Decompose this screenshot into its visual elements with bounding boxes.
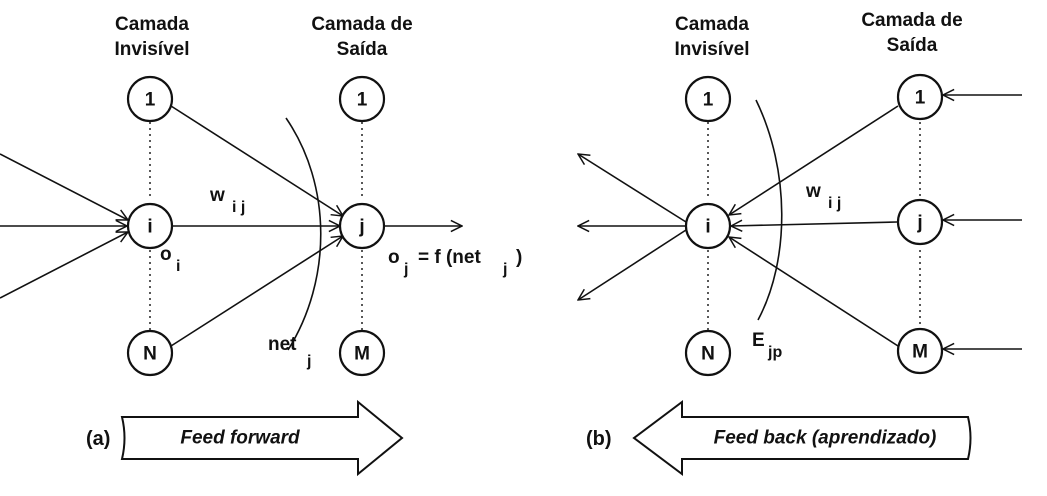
panel-b: Camada Invisível Camada de Saída 1 i — [578, 10, 1022, 476]
svg-text:N: N — [143, 344, 157, 365]
edge-1-to-i-b — [729, 105, 899, 215]
net-arc — [285, 117, 322, 351]
output-layer-title-line2: Saída — [337, 39, 388, 60]
svg-text:o: o — [388, 247, 400, 268]
feed-forward-arrow: Feed forward — [120, 399, 404, 477]
feed-back-label: Feed back (aprendizado) — [714, 428, 937, 449]
hidden-node-1-b: 1 — [684, 75, 732, 123]
svg-text:o: o — [160, 244, 172, 265]
hidden-node-i: i — [126, 202, 174, 250]
output-node-j-b: j — [896, 198, 944, 246]
svg-text:jp: jp — [767, 344, 782, 361]
svg-text:= f (net: = f (net — [418, 247, 481, 268]
error-label: E jp — [752, 330, 782, 361]
svg-text:j: j — [403, 261, 408, 278]
output-layer-title-line1-b: Camada de — [861, 10, 962, 31]
svg-text:net: net — [268, 334, 297, 355]
svg-text:N: N — [701, 344, 715, 365]
input-edge-lower — [0, 232, 128, 299]
hidden-node-i-b: i — [684, 202, 732, 250]
hidden-layer-title-line1-b: Camada — [675, 14, 749, 35]
edge-1-to-j — [170, 105, 343, 216]
caption-b: (b) — [586, 428, 612, 450]
svg-text:i j: i j — [232, 199, 245, 216]
svg-text:w: w — [805, 181, 821, 202]
svg-text:i: i — [705, 217, 710, 238]
output-node-1-b: 1 — [896, 73, 944, 121]
input-edge-upper — [0, 153, 128, 220]
hidden-layer-title-line2: Invisível — [115, 39, 190, 60]
svg-text:E: E — [752, 330, 765, 351]
weight-label-a: w i j — [209, 185, 245, 216]
output-layer-title-line1: Camada de — [311, 14, 412, 35]
feed-back-arrow: Feed back (aprendizado) — [632, 400, 972, 476]
svg-text:M: M — [912, 342, 928, 363]
svg-text:i: i — [176, 258, 180, 275]
output-j-formula: o j = f (net j ) — [388, 247, 522, 278]
svg-text:1: 1 — [145, 90, 156, 111]
backprop-out-lower — [578, 229, 687, 300]
output-node-M-b: M — [896, 327, 944, 375]
svg-text:M: M — [354, 344, 370, 365]
backprop-out-upper — [578, 154, 687, 223]
weight-label-b: w i j — [805, 181, 841, 212]
output-layer-title-line2-b: Saída — [887, 35, 938, 56]
svg-text:j: j — [916, 213, 922, 234]
output-node-1: 1 — [338, 75, 386, 123]
svg-text:1: 1 — [703, 90, 714, 111]
svg-text:i j: i j — [828, 195, 841, 212]
output-i-label: o i — [160, 244, 180, 275]
svg-text:1: 1 — [357, 90, 368, 111]
edge-j-to-i-b — [731, 222, 898, 226]
hidden-node-N-b: N — [684, 329, 732, 377]
hidden-node-N: N — [126, 329, 174, 377]
svg-text:): ) — [516, 247, 522, 268]
hidden-layer-title-line2-b: Invisível — [675, 39, 750, 60]
svg-text:w: w — [209, 185, 225, 206]
hidden-layer-title-line1: Camada — [115, 14, 189, 35]
svg-text:j: j — [306, 353, 311, 370]
svg-text:1: 1 — [915, 88, 926, 109]
error-arc — [755, 99, 783, 321]
svg-text:j: j — [358, 217, 364, 238]
edge-N-to-j — [170, 236, 343, 347]
svg-text:j: j — [502, 261, 507, 278]
caption-a: (a) — [86, 428, 110, 450]
feed-forward-label: Feed forward — [180, 428, 300, 449]
edge-M-to-i-b — [729, 237, 899, 347]
output-node-j: j — [338, 202, 386, 250]
hidden-node-1: 1 — [126, 75, 174, 123]
svg-text:i: i — [147, 217, 152, 238]
output-node-M: M — [338, 329, 386, 377]
panel-a: Camada Invisível Camada de Saída 1 i — [0, 14, 522, 477]
net-label: net j — [268, 334, 311, 370]
